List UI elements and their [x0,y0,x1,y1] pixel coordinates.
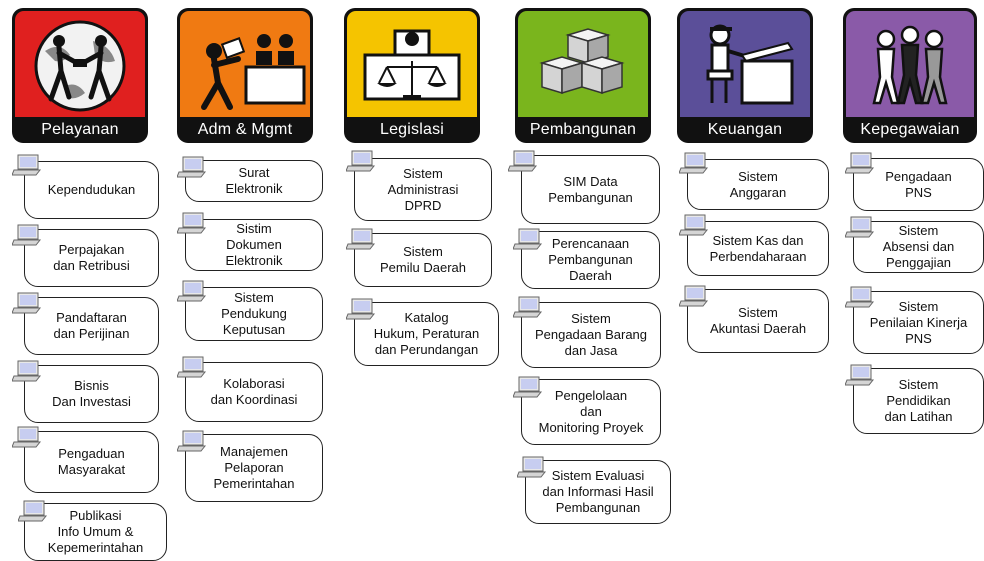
tile-pelayanan [15,11,145,117]
header-keuangan: Keuangan [677,8,813,143]
laptop-icon [177,356,207,378]
header-pembangunan: Pembangunan [515,8,651,143]
laptop-icon [679,152,709,174]
laptop-icon [679,214,709,236]
tile-pembangunan [518,11,648,117]
laptop-icon [679,285,709,307]
column-title: Legislasi [379,121,445,138]
building-blocks-icon [539,28,625,95]
laptop-icon [513,228,543,250]
laptop-icon [508,150,538,172]
laptop-icon [346,228,376,250]
column-title: Pembangunan [529,121,637,138]
laptop-icon [513,376,543,398]
laptop-icon [18,500,48,522]
globe-handshake-icon [34,20,126,112]
laptop-icon [845,216,875,238]
column-title: Adm & Mgmt [197,121,293,138]
scales-of-justice-icon [363,29,461,101]
laptop-icon [12,292,42,314]
laptop-icon [12,224,42,246]
header-pelayanan: Pelayanan [12,8,148,143]
column-title: Kepegawaian [860,121,960,138]
tile-keuangan [680,11,810,117]
laptop-icon [177,280,207,302]
laptop-icon [845,286,875,308]
laptop-icon [177,156,207,178]
laptop-icon [12,154,42,176]
laptop-icon [177,212,207,234]
tile-kepegawaian [846,11,974,117]
staff-group-icon [872,25,948,105]
laptop-icon [12,360,42,382]
cashier-desk-icon [706,24,794,105]
laptop-icon [346,150,376,172]
laptop-icon [12,426,42,448]
tile-adm-mgmt [180,11,310,117]
laptop-icon [845,152,875,174]
laptop-icon [845,364,875,386]
header-kepegawaian: Kepegawaian [843,8,977,143]
column-title: Keuangan [707,121,783,138]
laptop-icon [177,430,207,452]
column-title: Pelayanan [41,121,119,138]
list-item[interactable]: Kependudukan [24,161,159,219]
admin-desk-icon [201,34,306,110]
tile-legislasi [347,11,477,117]
header-legislasi: Legislasi [344,8,480,143]
header-adm-mgmt: Adm & Mgmt [177,8,313,143]
laptop-icon [346,298,376,320]
laptop-icon [517,456,547,478]
laptop-icon [513,296,543,318]
